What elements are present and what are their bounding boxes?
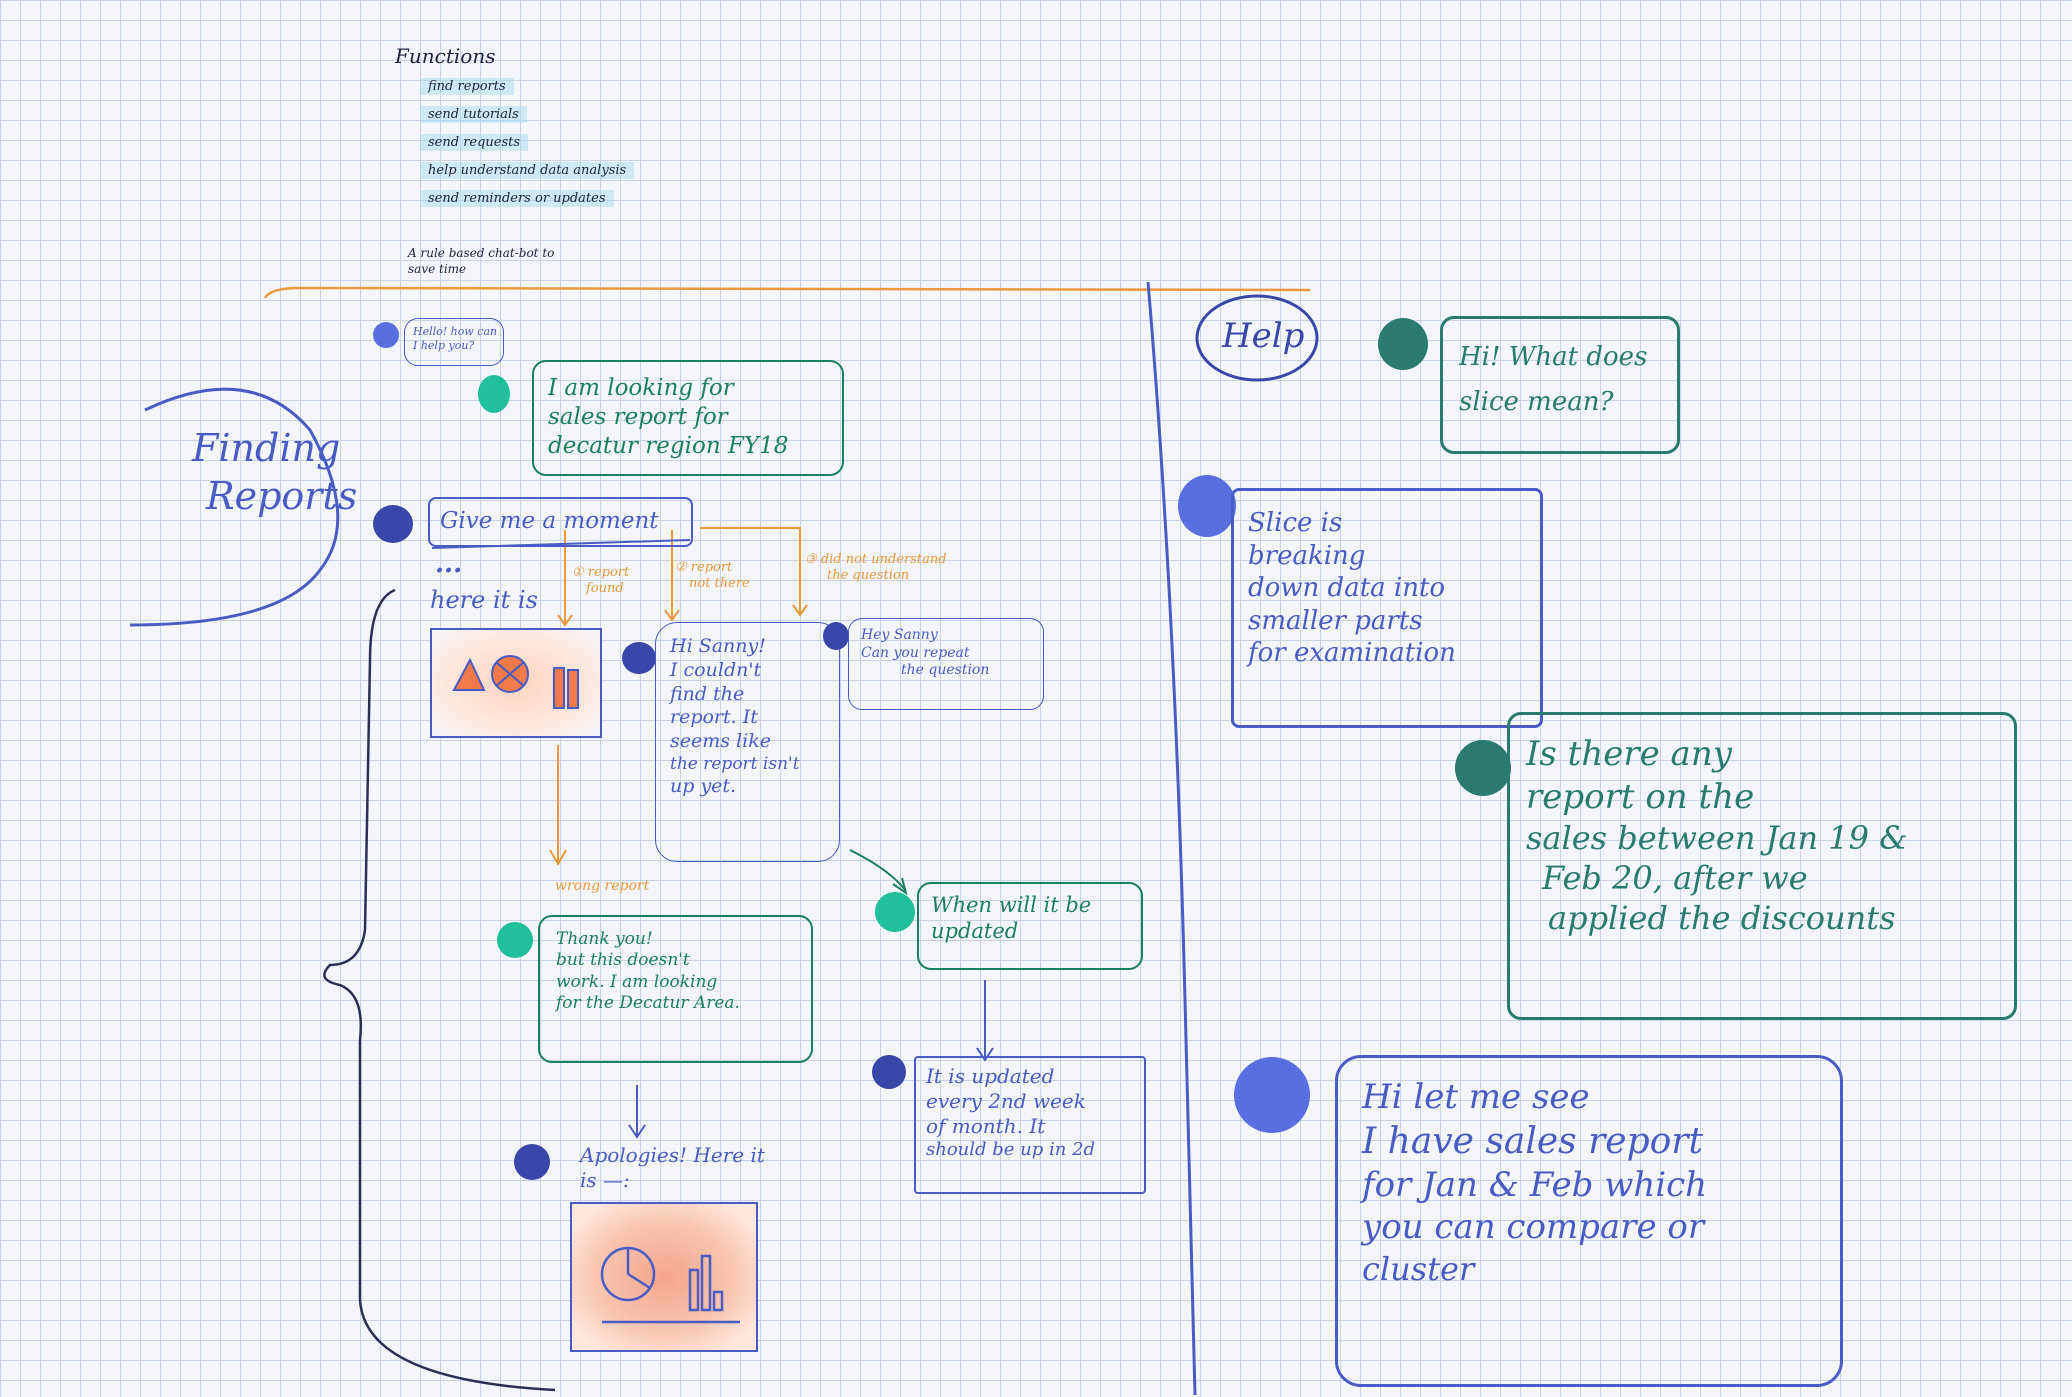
bot-repeat-bubble: Hey Sanny Can you repeat the question <box>848 618 1044 710</box>
user-thanks-bubble: Thank you! but this doesn't work. I am l… <box>538 915 813 1063</box>
function-item: find reports <box>420 78 514 95</box>
chart-icon <box>452 655 579 709</box>
bot-wait-bubble: Give me a moment <box>428 497 693 547</box>
user-help-question-2: Is there any report on the sales between… <box>1507 712 2017 1020</box>
user-avatar <box>478 375 510 413</box>
user-avatar <box>1378 318 1428 370</box>
bot-help-answer-1: Slice is breaking down data into smaller… <box>1231 488 1543 728</box>
bot-greeting-bubble: Hello! how can I help you? <box>404 318 504 366</box>
section-title-finding-reports: Finding Reports <box>192 426 358 518</box>
bot-avatar <box>872 1055 906 1089</box>
functions-note: A rule based chat-bot to <box>408 246 555 260</box>
branch-label-report-found: ① report found <box>572 565 630 597</box>
bot-help-answer-2: Hi let me see I have sales report for Ja… <box>1335 1055 1843 1387</box>
functions-title: Functions <box>395 44 496 68</box>
user-help-question-1: Hi! What does slice mean? <box>1440 316 1680 454</box>
here-it-is-text: here it is <box>430 586 538 614</box>
user-avatar <box>497 922 533 958</box>
bot-avatar <box>514 1144 550 1180</box>
function-item: send reminders or updates <box>420 190 614 207</box>
user-avatar <box>875 892 915 932</box>
user-request-bubble: I am looking for sales report for decatu… <box>532 360 844 476</box>
branch-label-report-not-there: ② report not there <box>675 560 750 592</box>
pie-chart-icon <box>600 1246 740 1324</box>
bot-avatar <box>1178 475 1236 537</box>
bot-not-found-bubble: Hi Sanny! I couldn't find the report. It… <box>655 622 840 862</box>
bot-apology-text: Apologies! Here it is —: <box>580 1143 765 1192</box>
bot-avatar <box>373 505 413 543</box>
section-title-help: Help <box>1222 316 1305 356</box>
typing-ellipsis: ... <box>435 549 463 579</box>
user-when-updated-bubble: When will it be updated <box>917 882 1143 970</box>
function-item: send requests <box>420 134 529 151</box>
function-item: help understand data analysis <box>420 162 635 179</box>
bot-updated-bubble: It is updated every 2nd week of month. I… <box>914 1056 1146 1194</box>
branch-label-did-not-understand: ③ did not understand the question <box>805 552 947 584</box>
bot-avatar <box>823 622 849 650</box>
bot-avatar <box>373 322 399 348</box>
bot-avatar <box>1234 1057 1310 1133</box>
report-thumbnail[interactable] <box>430 628 602 738</box>
report-thumbnail[interactable] <box>570 1202 758 1352</box>
functions-note: save time <box>408 262 467 276</box>
function-item: send tutorials <box>420 106 527 123</box>
user-avatar <box>1455 740 1511 796</box>
bot-avatar <box>622 642 656 674</box>
wrong-report-label: wrong report <box>555 878 650 894</box>
